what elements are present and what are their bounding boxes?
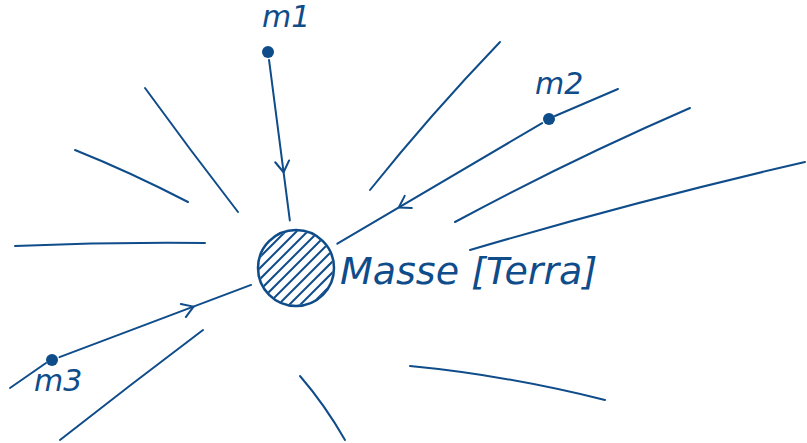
mass-name: Masse [Terra] xyxy=(340,252,597,290)
earth-mass: Masse [Terra] xyxy=(256,228,602,308)
mass-dot xyxy=(262,46,274,58)
force-arrow xyxy=(59,285,251,357)
mass-label: m3 xyxy=(34,366,82,396)
field-line xyxy=(410,366,605,400)
force-arrow xyxy=(269,60,290,220)
earth-circle xyxy=(256,228,336,308)
mass-label: m2 xyxy=(535,69,583,99)
mass-dot xyxy=(541,111,557,127)
mass-dot xyxy=(46,354,58,366)
field-line xyxy=(370,42,500,190)
mass-dot xyxy=(543,113,555,125)
mass-label: m1 xyxy=(262,2,310,32)
field-line xyxy=(75,150,188,202)
field-line xyxy=(15,243,205,246)
point-mass: m2 xyxy=(541,111,557,127)
field-line xyxy=(300,376,345,440)
field-line xyxy=(145,88,238,212)
field-line xyxy=(470,162,805,250)
force-arrow xyxy=(337,123,542,244)
hatching xyxy=(256,228,336,308)
mass-dot xyxy=(260,44,276,60)
earth-circle xyxy=(258,230,334,306)
field-line xyxy=(455,108,690,222)
point-mass: m3 xyxy=(44,352,60,368)
point-mass: m1 xyxy=(260,44,276,60)
